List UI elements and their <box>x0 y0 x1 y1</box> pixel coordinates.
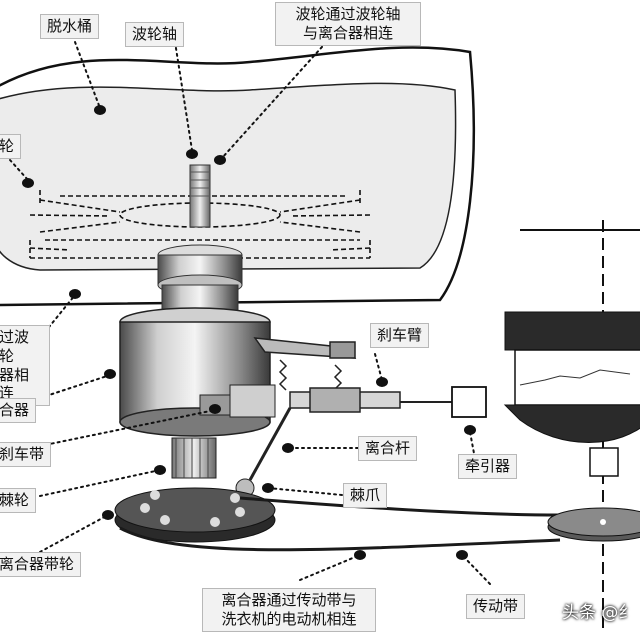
label-belt: 传动带 <box>466 594 526 619</box>
label-traction: 牵引器 <box>458 454 518 479</box>
label-pulsator-via-shaft-line2: 与离合器相连 <box>302 23 393 42</box>
label-brake-band: 刹车带 <box>0 442 52 467</box>
clutch-lever-part <box>248 387 455 481</box>
ratchet-part <box>171 437 217 479</box>
label-pulsator-via-cut-line1: 过波轮 <box>0 328 30 365</box>
watermark: 头条 @纟 <box>562 603 636 623</box>
motor-assembly <box>503 220 640 630</box>
shaft-splines <box>190 171 210 197</box>
label-brake-arm: 刹车臂 <box>370 323 430 348</box>
label-pulsator-via-shaft-line1: 波轮通过波轮轴 <box>295 5 401 23</box>
clutch-body <box>119 307 276 437</box>
label-pulsator-cut: 轮 <box>0 134 22 159</box>
label-dewater-tub: 脱水桶 <box>40 14 100 39</box>
clutch-pulley-part <box>114 487 276 543</box>
label-pawl: 棘爪 <box>343 483 388 508</box>
label-clutch-via-belt-line2: 洗衣机的电动机相连 <box>221 609 357 628</box>
label-ratchet: 棘轮 <box>0 488 37 513</box>
callout-pointers <box>22 105 476 560</box>
label-pulsator-shaft: 波轮轴 <box>125 22 185 47</box>
bearing-housing <box>157 244 243 316</box>
label-clutch: 合器 <box>0 398 37 423</box>
label-pulsator-via-cut: 过波轮 器相连 <box>0 325 50 406</box>
traction-box <box>451 386 487 418</box>
drive-belt <box>119 496 561 552</box>
inner-tub-outline <box>0 82 457 271</box>
label-clutch-via-belt-line1: 离合器通过传动带与 <box>221 591 357 609</box>
label-pulsator-via-shaft: 波轮通过波轮轴 与离合器相连 <box>275 2 421 46</box>
label-pulsator-via-cut-line2: 器相连 <box>0 365 30 403</box>
brake-arm-part <box>253 337 357 391</box>
label-clutch-lever: 离合杆 <box>358 436 418 461</box>
label-clutch-via-belt: 离合器通过传动带与 洗衣机的电动机相连 <box>202 588 376 632</box>
label-clutch-pulley: 离合器带轮 <box>0 552 82 577</box>
